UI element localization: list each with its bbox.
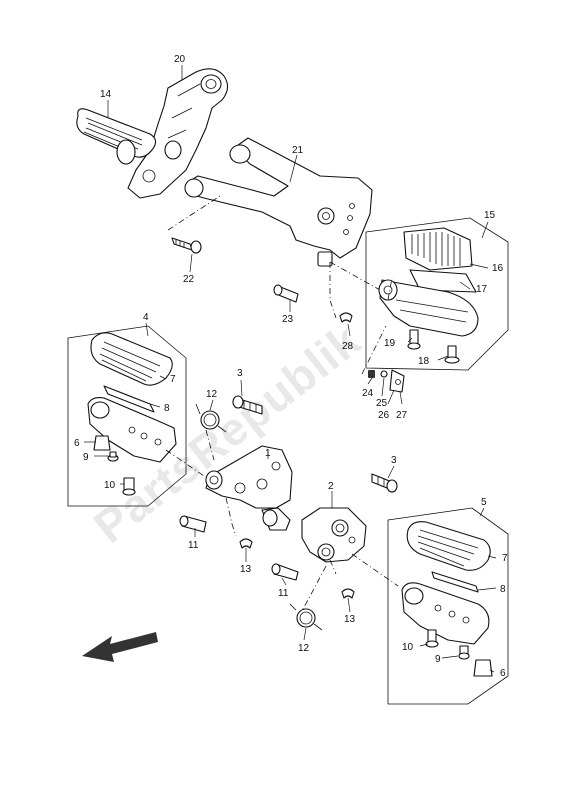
passenger-footrest-14 <box>76 108 157 165</box>
callout-10-right: 10 <box>402 642 414 653</box>
callout-8-left: 8 <box>164 403 170 414</box>
callout-3-lower: 3 <box>391 455 397 466</box>
callout-13-left: 13 <box>240 564 252 575</box>
callout-9-left: 9 <box>83 452 89 463</box>
screw-10-left <box>122 477 136 496</box>
callout-7-right: 7 <box>502 553 508 564</box>
bolt-22 <box>171 237 202 254</box>
callout-14: 14 <box>100 89 112 100</box>
callout-2: 2 <box>328 481 334 492</box>
axis-line-1 <box>165 429 237 537</box>
callout-5: 5 <box>481 497 487 508</box>
callout-18: 18 <box>418 356 430 367</box>
spring-12-lower <box>289 603 323 631</box>
callout-8-right: 8 <box>500 584 506 595</box>
screw-19 <box>407 329 421 350</box>
callout-1: 1 <box>265 448 271 459</box>
callout-23: 23 <box>282 314 294 325</box>
callout-6-right: 6 <box>500 668 506 679</box>
callout-25: 25 <box>376 398 388 409</box>
callout-3-upper: 3 <box>237 368 243 379</box>
callout-21: 21 <box>292 145 304 156</box>
callout-7-left: 7 <box>170 374 176 385</box>
clip-28 <box>339 312 353 323</box>
footrest-body-right <box>401 582 490 645</box>
axis-line-15 <box>361 277 393 375</box>
pin-11-right <box>271 563 299 581</box>
callout-22: 22 <box>183 274 195 285</box>
kit-box-5 <box>387 507 509 705</box>
rubber-7-right <box>406 521 491 571</box>
callout-12-upper: 12 <box>206 389 218 400</box>
plate-8-right <box>431 571 479 593</box>
pin-23 <box>273 284 299 303</box>
bolt-3-upper <box>232 395 263 415</box>
footrest-bracket-1 <box>205 445 293 531</box>
bolt-3-lower <box>371 473 398 493</box>
callout-26: 26 <box>378 410 390 421</box>
clip-13-right <box>341 588 355 599</box>
callout-15: 15 <box>484 210 496 221</box>
callout-10-left: 10 <box>104 480 116 491</box>
callout-labels: 20 14 21 15 16 17 19 18 22 23 28 24 25 2… <box>74 54 508 679</box>
rider-bracket-21 <box>184 137 373 267</box>
nut-6-right <box>473 659 493 677</box>
leader-lines <box>84 65 497 673</box>
callout-19: 19 <box>384 338 396 349</box>
spring-12-upper <box>195 403 227 433</box>
callout-11-left: 11 <box>188 540 199 551</box>
callout-20: 20 <box>174 54 186 65</box>
washer-9-left <box>107 451 119 462</box>
callout-28: 28 <box>342 341 354 352</box>
callout-24: 24 <box>362 388 374 399</box>
callout-12-lower: 12 <box>298 643 310 654</box>
front-arrow-icon <box>82 632 158 662</box>
kit-box-15 <box>365 217 509 371</box>
pin-11-left <box>179 515 207 533</box>
callout-13-right: 13 <box>344 614 356 625</box>
kit-box-4 <box>67 325 187 507</box>
spring-24-25-plate-26-27 <box>368 369 405 393</box>
callout-4: 4 <box>143 312 149 323</box>
callout-17: 17 <box>476 284 488 295</box>
bolt-18 <box>444 345 460 364</box>
axis-line-2 <box>299 553 399 615</box>
passenger-bracket-20 <box>127 68 229 199</box>
callout-11-right: 11 <box>278 588 289 599</box>
clip-13-left <box>239 538 253 549</box>
callout-16: 16 <box>492 263 504 274</box>
callout-27: 27 <box>396 410 408 421</box>
callout-9-right: 9 <box>435 654 441 665</box>
plate-8-left <box>103 385 155 413</box>
rubber-15-assembly <box>378 227 479 337</box>
callout-6-left: 6 <box>74 438 80 449</box>
axis-line-21 <box>167 195 381 319</box>
washer-9-right <box>458 645 470 660</box>
screw-10-right <box>425 629 439 648</box>
footrest-body-left <box>87 397 177 463</box>
nut-6-left <box>93 435 111 451</box>
rubber-7-left <box>90 332 173 386</box>
footrest-bracket-2 <box>301 507 367 563</box>
